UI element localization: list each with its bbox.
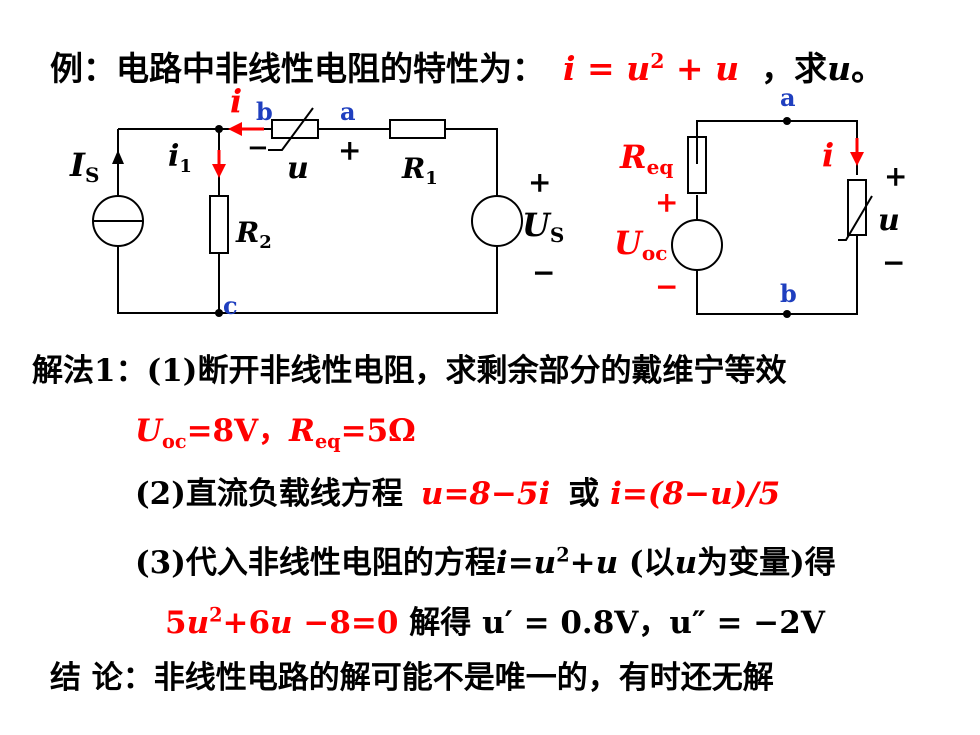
node-b-dot: [215, 125, 223, 133]
voltage-source-circle: [471, 195, 523, 247]
problem-statement: 例：电路中非线性电阻的特性为：i = u2 + u，求u。: [50, 49, 885, 88]
i1-label: i1: [168, 139, 192, 177]
current-i-arrow: [228, 122, 242, 136]
R2-label: R2: [235, 216, 272, 253]
right-u-plus: +: [884, 160, 907, 193]
right-node-a-dot: [783, 117, 791, 125]
node-c-label: c: [223, 291, 238, 320]
solution-step-1: 解法1：(1)断开非线性电阻，求剩余部分的戴维宁等效: [32, 353, 787, 389]
Uoc-minus: −: [655, 270, 678, 303]
Us-minus: −: [532, 256, 555, 289]
Req-label: Req: [619, 138, 673, 179]
current-i1-arrow: [212, 164, 226, 178]
right-current-arrow: [850, 152, 864, 166]
Us-plus: +: [528, 166, 551, 199]
right-u-minus: −: [882, 246, 905, 279]
load-line-eq2: i=(8−u)/5: [610, 476, 781, 512]
characteristic-formula: i = u2 + u: [563, 49, 740, 88]
original-circuit: IS i1 i b a c − u + R1 R2 + US − a b Req…: [69, 82, 907, 320]
nonlinear-resistor: [271, 119, 319, 139]
R1-label: R1: [401, 152, 438, 189]
thevenin-equivalent-circuit: [671, 120, 873, 315]
u-plus: +: [338, 134, 361, 167]
node-a-label: a: [340, 97, 356, 126]
thevenin-values: Uoc=8V，Req=5Ω: [135, 413, 416, 454]
Us-label: US: [522, 206, 564, 247]
R2-resistor: [209, 195, 229, 254]
R1-resistor: [389, 119, 446, 139]
Uoc-plus: +: [655, 186, 678, 219]
right-i-label: i: [822, 136, 834, 174]
i-label: i: [230, 82, 242, 120]
node-c-dot: [215, 309, 223, 317]
quadratic-solution: 5u2+6u −8=0 解得 u′ = 0.8V，u″ = −2V: [165, 603, 825, 641]
right-node-b-dot: [783, 310, 791, 318]
right-node-a-label: a: [780, 83, 796, 112]
conclusion: 结 论：非线性电路的解可能不是唯一的，有时还无解: [50, 652, 774, 697]
load-nonlinear-resistor: [847, 179, 867, 236]
solution-step-3: (3)代入非线性电阻的方程i=u2+u (以u为变量)得: [135, 543, 836, 581]
right-u-label: u: [878, 203, 900, 238]
u-minus: −: [247, 133, 269, 163]
Uoc-label: Uoc: [614, 224, 667, 265]
title-prefix: 例：电路中非线性电阻的特性为：: [50, 49, 545, 88]
Req-resistor: [687, 136, 707, 194]
u-label: u: [287, 151, 309, 186]
load-line-eq1: u=8−5i: [420, 476, 551, 512]
title-target: u: [827, 49, 852, 88]
bottom-wire: [117, 246, 498, 314]
right-node-b-label: b: [780, 279, 797, 308]
Is-label: IS: [69, 146, 99, 187]
conclusion-text: 非线性电路的解可能不是唯一的，有时还无解: [153, 660, 774, 696]
node-b-label: b: [256, 97, 273, 126]
conclusion-label: 结 论：: [50, 660, 154, 696]
Uoc-source-circle: [671, 219, 723, 271]
title-suffix: ，求: [761, 49, 828, 88]
